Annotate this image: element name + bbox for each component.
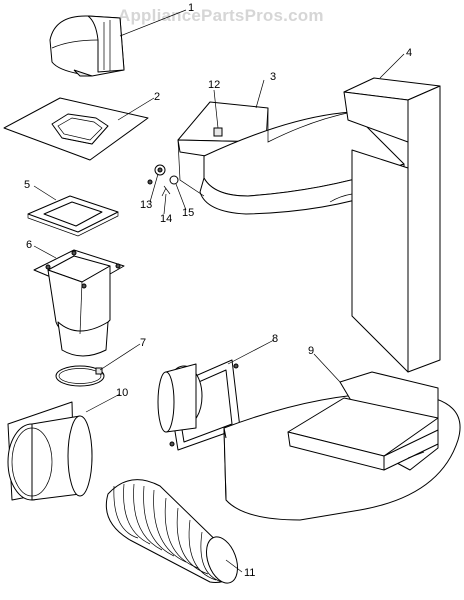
part-duct-collar xyxy=(7,401,93,501)
part-wall-stack xyxy=(343,77,441,373)
callout-2: 2 xyxy=(154,91,161,103)
callout-1: 1 xyxy=(188,2,195,14)
callout-15: 15 xyxy=(182,207,195,219)
part-hardware xyxy=(147,164,179,197)
part-gasket xyxy=(27,195,119,237)
callout-6: 6 xyxy=(26,239,33,251)
watermark: AppliancePartsPros.com xyxy=(118,6,324,25)
part-roof-flashing xyxy=(3,97,149,161)
callout-9: 9 xyxy=(308,345,315,357)
part-flexible-duct xyxy=(105,479,239,584)
callout-12: 12 xyxy=(208,79,221,91)
callout-8: 8 xyxy=(272,333,279,345)
callout-3: 3 xyxy=(270,71,277,83)
part-transition xyxy=(33,249,125,357)
callout-13: 13 xyxy=(140,199,153,211)
part-roof-cap xyxy=(49,15,125,77)
part-plenum-base xyxy=(223,371,461,521)
leader-lines xyxy=(33,9,405,573)
callout-4: 4 xyxy=(406,47,413,59)
callout-7: 7 xyxy=(140,337,147,349)
callout-5: 5 xyxy=(24,179,31,191)
callout-10: 10 xyxy=(116,387,129,399)
callout-11: 11 xyxy=(244,567,256,579)
callout-14: 14 xyxy=(160,213,173,225)
part-damper xyxy=(157,359,241,451)
part-clamp xyxy=(55,365,105,387)
